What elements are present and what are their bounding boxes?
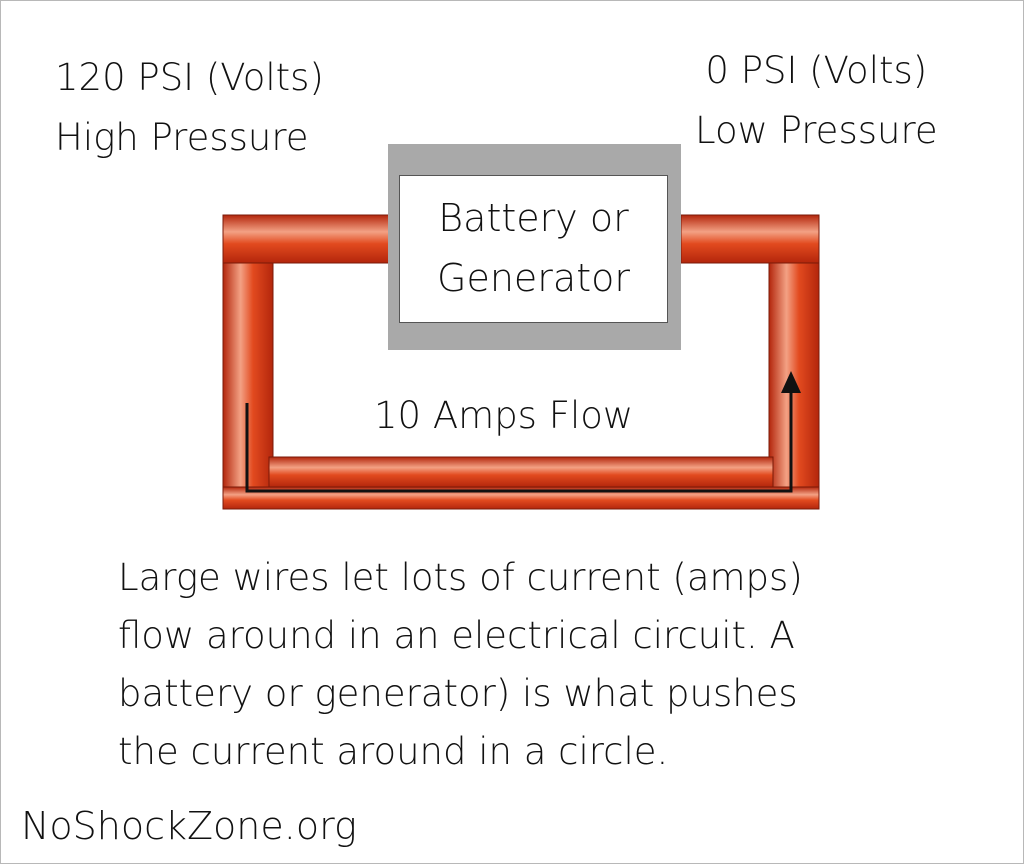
amps-flow-label: 10 Amps Flow: [374, 394, 634, 437]
pipe-top-left: [222, 214, 390, 264]
battery-generator-box: Battery or Generator: [388, 144, 681, 350]
high-pressure-label: 120 PSI (Volts) High Pressure: [55, 48, 324, 168]
low-pressure-volts-text: 0 PSI (Volts): [705, 49, 928, 92]
low-pressure-text: Low Pressure: [695, 109, 938, 152]
pipe-top-right: [680, 214, 820, 264]
pipe-left: [222, 262, 274, 510]
site-credit: NoShockZone.org: [21, 804, 357, 848]
low-pressure-label: 0 PSI (Volts) Low Pressure: [695, 41, 938, 161]
high-pressure-volts-text: 120 PSI (Volts): [55, 56, 324, 99]
flow-path-line: [245, 389, 793, 493]
battery-generator-panel: Battery or Generator: [399, 175, 668, 323]
flow-arrowhead-icon: [781, 371, 801, 393]
caption-text: Large wires let lots of current (amps) f…: [118, 556, 803, 773]
battery-generator-label: Battery or Generator: [437, 196, 630, 300]
high-pressure-text: High Pressure: [55, 116, 309, 159]
pipe-bottom-upper: [268, 456, 774, 488]
